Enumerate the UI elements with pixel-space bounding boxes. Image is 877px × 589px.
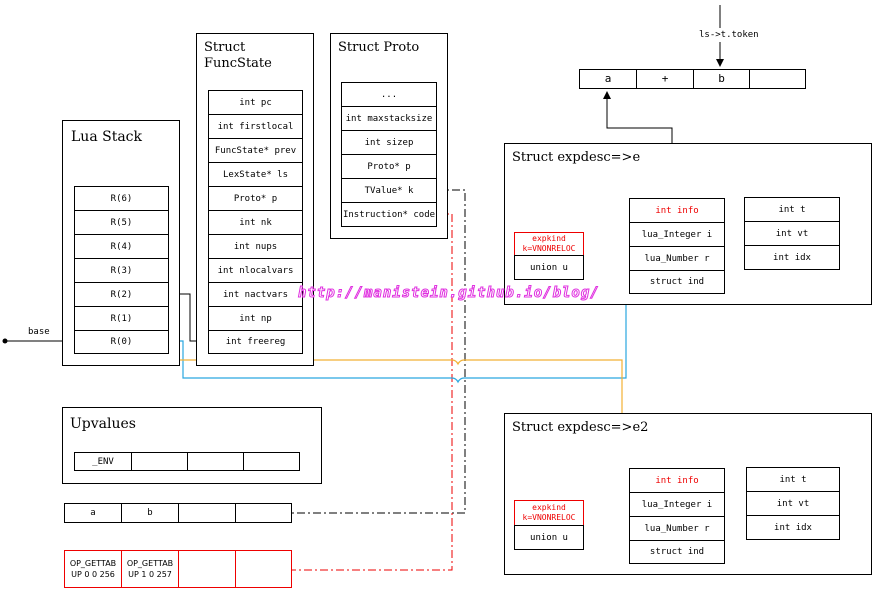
instruction-cell: OP_GETTAB UP 0 0 256 [64,550,122,588]
expdesc-e2-union-field: lua_Integer i [629,492,725,517]
expdesc-e-union: union u [514,255,584,280]
constant-cell: b [121,503,179,523]
stack-slot: R(6) [74,186,169,211]
k-to-constants-line [292,189,466,514]
upvalue-cell: _ENV [74,452,132,471]
proto-field: ... [341,82,437,107]
expdesc-e-union-field: lua_Number r [629,246,725,271]
expdesc-e2-ind-field: int vt [746,491,840,516]
lua-stack-title: Lua Stack [71,129,142,145]
stack-slot: R(4) [74,234,169,259]
funcstate-field: LexState* ls [208,162,303,187]
upvalue-cell [243,452,300,471]
token-cell: a [579,69,637,89]
token-label: ls->t.token [699,30,759,40]
watermark-url: http://manistein.github.io/blog/ [298,285,600,302]
funcstate-field: int pc [208,90,303,115]
proto-field: int maxstacksize [341,106,437,131]
funcstate-field: int firstlocal [208,114,303,139]
expdesc-e2-ind-field: int idx [746,515,840,540]
funcstate-field: int nups [208,234,303,259]
proto-field: TValue* k [341,178,437,203]
funcstate-field: FuncState* prev [208,138,303,163]
expdesc-e-kind: expkind k=VNONRELOC [514,232,584,256]
funcstate-field: int nk [208,210,303,235]
expdesc-e2-kind: expkind k=VNONRELOC [514,500,584,526]
instruction-cell [235,550,292,588]
constant-cell [235,503,292,523]
upvalue-cell [187,452,244,471]
upvalue-cell [131,452,188,471]
expdesc-e-ind-field: int t [744,197,840,222]
expdesc-e2-union-field: struct ind [629,540,725,564]
expdesc-e2-union-field: int info [629,468,725,493]
funcstate-field: int nlocalvars [208,258,303,283]
expdesc-e-ind-field: int idx [744,245,840,270]
proto-title: Struct Proto [338,40,420,55]
proto-field: Instruction* code [341,202,437,227]
stack-slot: R(2) [74,282,169,307]
proto-field: int sizep [341,130,437,155]
token-cell: b [693,69,750,89]
constant-cell [178,503,236,523]
stack-slot: R(3) [74,258,169,283]
instruction-cell [178,550,236,588]
expdesc-e2-union-field: lua_Number r [629,516,725,541]
token-cell: + [636,69,694,89]
constant-cell: a [64,503,122,523]
funcstate-field: int nactvars [208,282,303,307]
funcstate-field: int np [208,306,303,331]
stack-slot: R(5) [74,210,169,235]
expdesc-e2-ind-field: int t [746,467,840,492]
expdesc-e-title: Struct expdesc=>e [512,150,641,165]
expdesc-e2-title: Struct expdesc=>e2 [512,420,649,435]
instruction-cell: OP_GETTAB UP 1 0 257 [121,550,179,588]
expdesc-e-union-field: int info [629,198,725,223]
stack-slot: R(1) [74,306,169,331]
funcstate-field: Proto* p [208,186,303,211]
expdesc-e2-union: union u [514,525,584,550]
funcstate-field: int freereg [208,330,303,354]
upvalues-title: Upvalues [70,416,136,432]
expdesc-to-token-arrow [603,91,673,143]
base-label: base [28,327,50,337]
upvalues-frame: Upvalues [62,407,322,484]
funcstate-title: Struct FuncState [204,40,272,71]
code-to-instructions-line [292,213,453,571]
stack-slot: R(0) [74,330,169,354]
expdesc-e-union-field: lua_Integer i [629,222,725,247]
expdesc-e-ind-field: int vt [744,221,840,246]
expdesc-e-union-field: struct ind [629,270,725,294]
token-cell [749,69,806,89]
proto-field: Proto* p [341,154,437,179]
